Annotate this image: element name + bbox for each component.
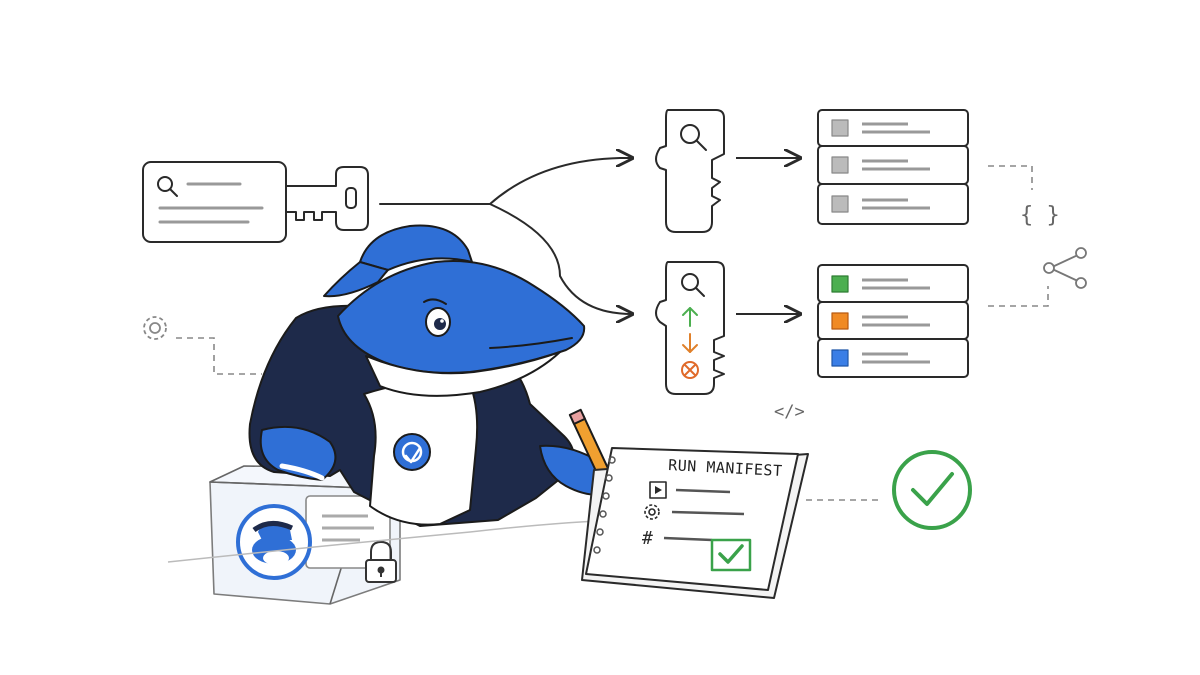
arrow-down-icon <box>682 333 698 353</box>
key-top <box>655 109 725 233</box>
search-icon <box>680 124 707 151</box>
arrow-up-icon <box>682 307 698 327</box>
arrow-to-top-key <box>489 158 632 205</box>
manifest-check-icon <box>710 538 752 572</box>
side-connectors <box>176 165 1049 501</box>
braces-icon: { } <box>1020 203 1060 228</box>
shirt-logo-icon <box>393 433 431 471</box>
share-icon <box>1043 247 1087 289</box>
result-stack-bottom <box>817 264 969 378</box>
cap <box>359 224 473 271</box>
search-icon <box>681 273 705 297</box>
left-fin-belly <box>279 463 325 481</box>
box-card <box>305 495 391 569</box>
check-circle-icon <box>892 450 972 530</box>
stack-row <box>817 145 969 185</box>
cap-brim <box>323 261 389 298</box>
key-bottom <box>655 261 725 395</box>
card-text-lines <box>158 182 264 224</box>
result-stack-top <box>817 109 969 225</box>
play-icon <box>649 481 667 499</box>
whale-eye <box>423 298 451 337</box>
stack-row <box>817 183 969 225</box>
whale-mouth <box>489 337 573 349</box>
whale-mascot <box>248 224 625 527</box>
arrow-to-bottom-key <box>489 203 632 314</box>
stack-row <box>817 109 969 147</box>
manifest-row-3: # <box>642 528 713 549</box>
gear-icon <box>143 316 167 340</box>
key-bow-hole <box>345 187 357 209</box>
manifest-title: RUN MANIFEST <box>668 456 783 480</box>
stack-row-green <box>817 264 969 303</box>
lock-icon <box>365 541 397 583</box>
search-icon <box>157 176 178 197</box>
source-key <box>142 161 369 243</box>
manifest-row-2 <box>644 504 745 520</box>
manifest-row-1 <box>649 481 731 499</box>
whale-belly <box>365 351 561 397</box>
code-icon: </> <box>774 402 805 422</box>
hash-icon: # <box>642 528 653 549</box>
stack-row-blue <box>817 338 969 378</box>
key-shaft <box>285 166 369 231</box>
branch-connectors <box>379 158 632 314</box>
stack-row-orange <box>817 301 969 340</box>
desk-edge <box>167 519 621 563</box>
source-card <box>142 161 287 243</box>
error-circle-icon <box>681 361 699 379</box>
spiral-binding <box>593 456 616 554</box>
whale-badge <box>236 504 312 580</box>
run-manifest: RUN MANIFEST # <box>581 447 809 599</box>
gear-icon <box>644 504 660 520</box>
